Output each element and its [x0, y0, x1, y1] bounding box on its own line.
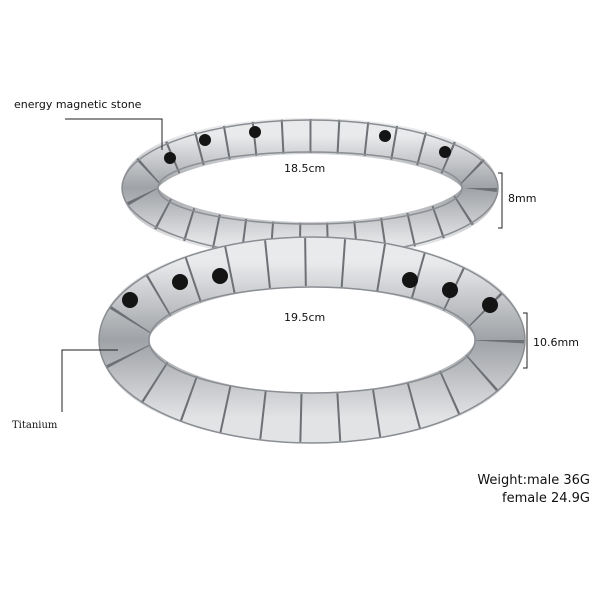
large-size-label: 19.5cm: [284, 311, 326, 324]
magnet-stones-large: [122, 268, 498, 313]
large-bracelet: [98, 236, 526, 444]
small-bracelet: [121, 118, 499, 258]
material-label: Titanium: [12, 420, 58, 431]
weight-male-label: Weight:male 36G: [477, 473, 590, 488]
small-width-label: 8mm: [508, 192, 537, 205]
weight-female-label: female 24.9G: [502, 491, 590, 506]
annotation-lines: [61, 118, 528, 412]
magnet-stones-small: [164, 126, 451, 164]
large-width-label: 10.6mm: [533, 336, 579, 349]
magnet-label: energy magnetic stone: [14, 98, 142, 111]
small-size-label: 18.5cm: [284, 162, 326, 175]
